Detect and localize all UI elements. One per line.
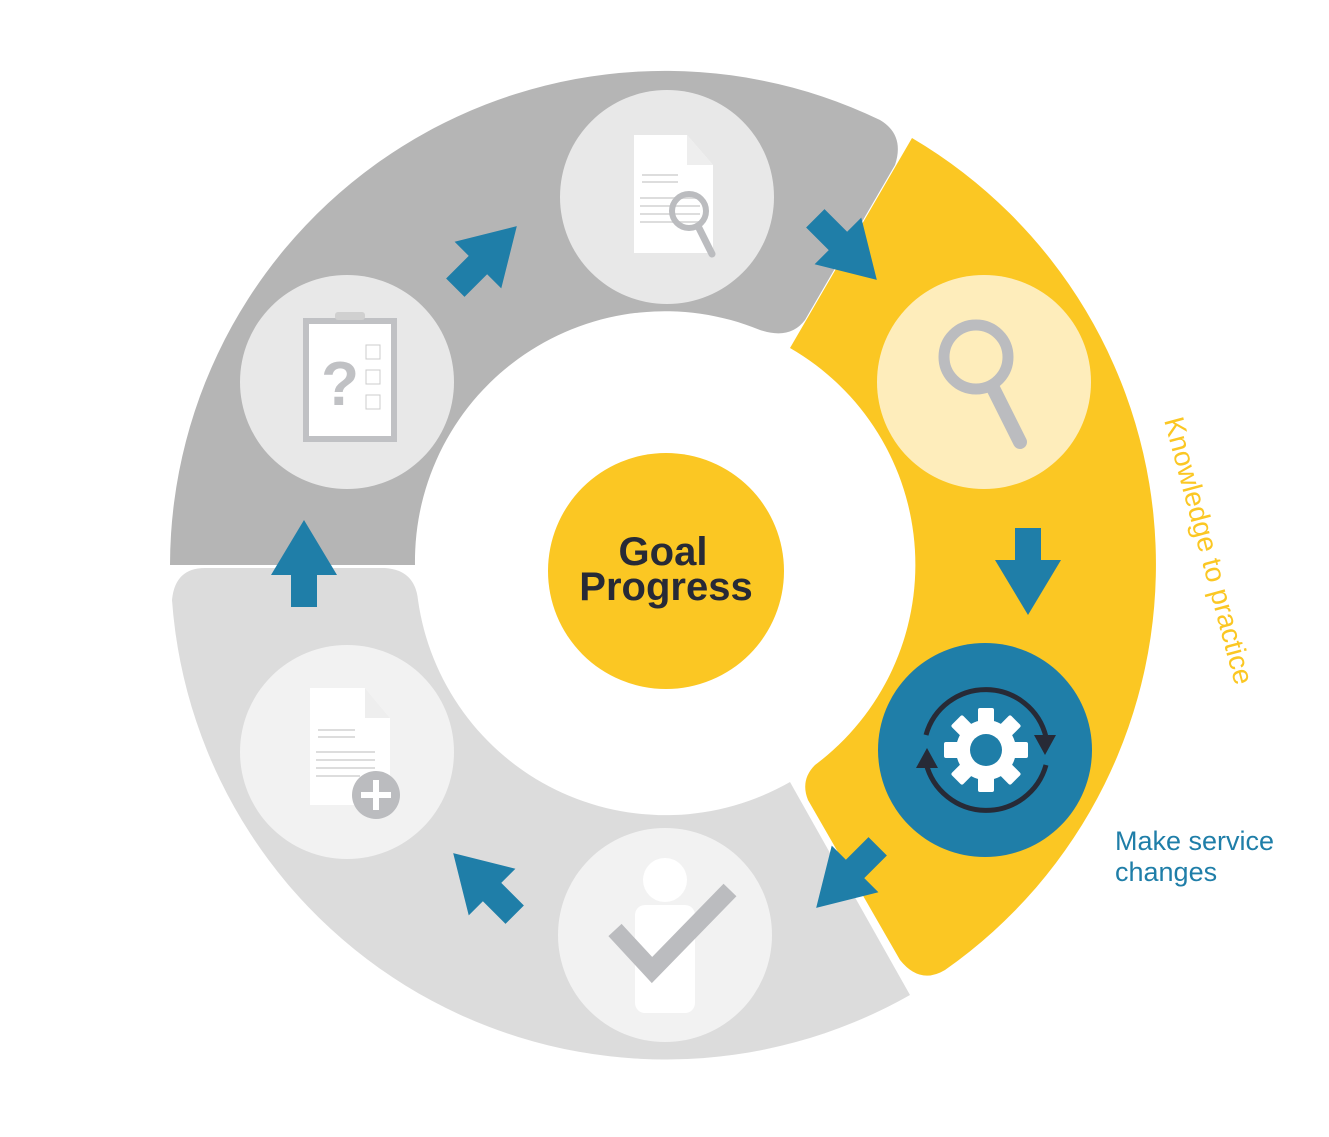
person-check-icon — [608, 858, 737, 1013]
arc-label: Knowledge to practice — [1158, 414, 1259, 688]
center-title-line2: Progress — [579, 565, 752, 609]
arrow-up-left-icon — [453, 853, 524, 924]
goal-progress-circle — [548, 453, 784, 689]
step-label-line2: changes — [1115, 857, 1217, 887]
document-search-icon — [634, 135, 716, 258]
arrow-down-left-icon — [816, 837, 887, 908]
arrow-up-icon — [271, 520, 337, 607]
svg-text:?: ? — [321, 350, 359, 419]
step-circle-magnifier — [877, 275, 1091, 489]
arrow-down-right-icon — [806, 209, 877, 280]
gear-cycle-icon — [916, 687, 1056, 813]
step-label-line1: Make service — [1115, 826, 1274, 856]
magnifier-icon — [938, 319, 1027, 449]
center-title-line1: Goal — [619, 530, 708, 574]
clipboard-question-icon: ? — [303, 312, 397, 442]
arrow-up-right-icon — [446, 226, 517, 297]
arrow-down-icon — [995, 528, 1061, 615]
document-add-icon — [310, 688, 400, 819]
